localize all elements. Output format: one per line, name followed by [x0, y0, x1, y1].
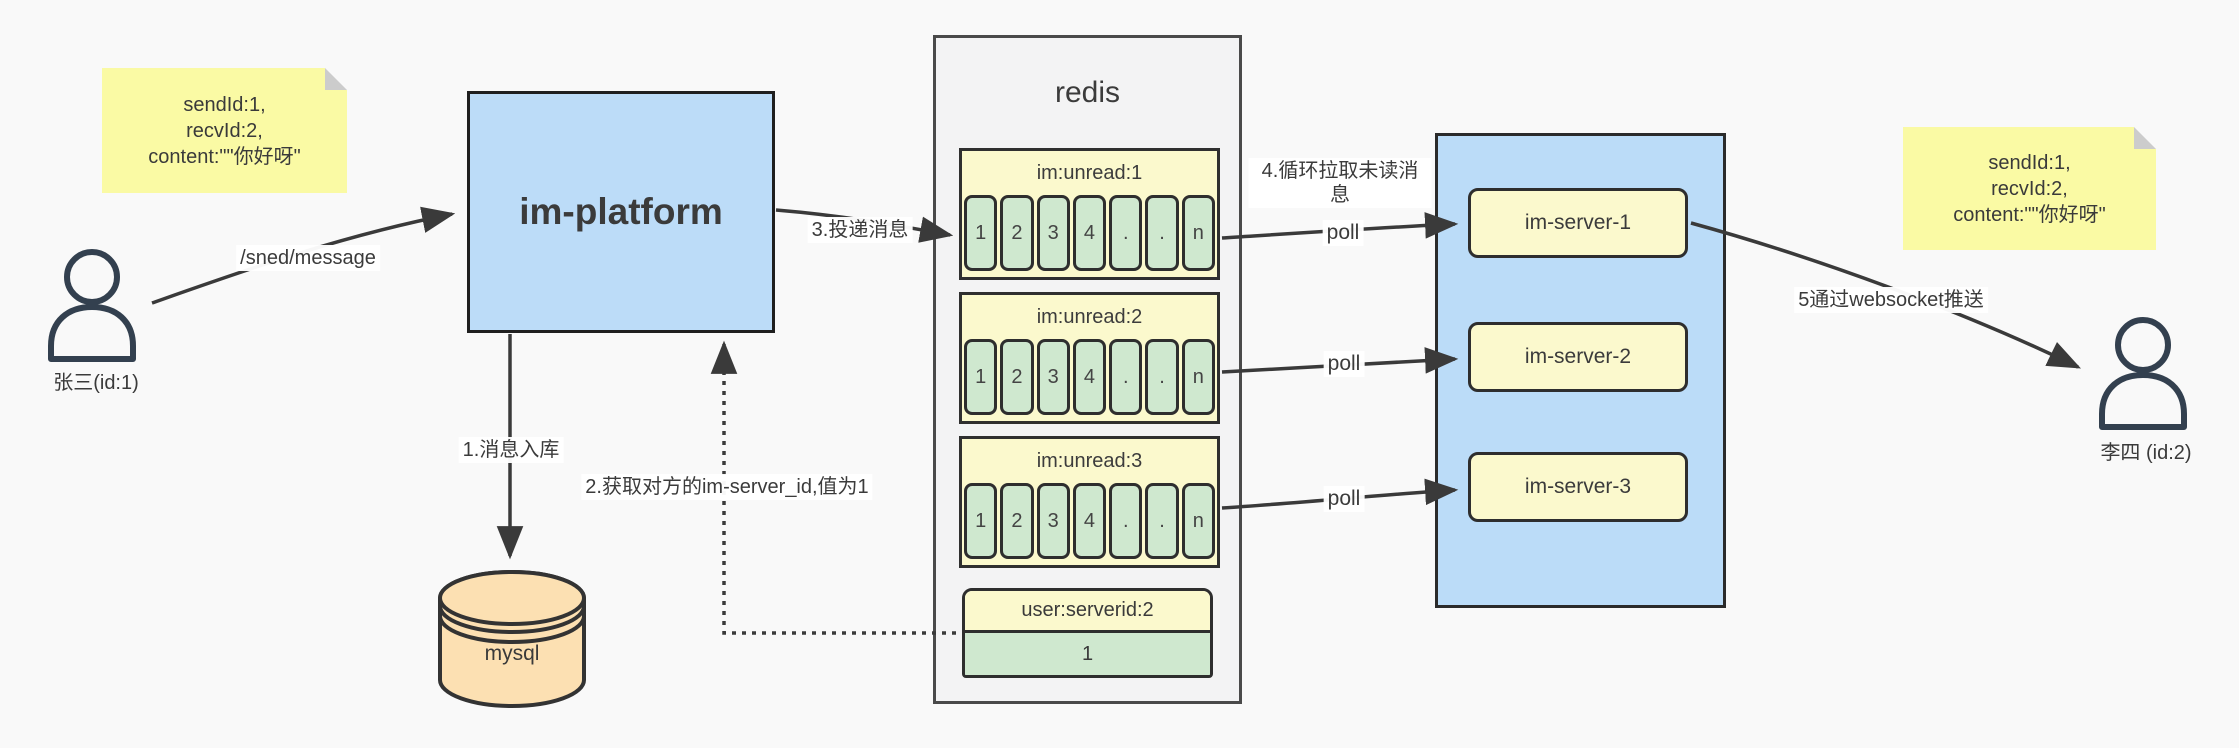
- unread-list-header: im:unread:3: [1036, 449, 1143, 472]
- note-fold-icon: [2134, 127, 2156, 149]
- left-sticky-note: sendId:1, recvId:2, content:""你好呀": [102, 68, 347, 193]
- edge-label-step4: 4.循环拉取未读消息: [1248, 158, 1432, 208]
- edge-label-poll-1: poll: [1322, 220, 1364, 246]
- unread-cell: 4: [1072, 483, 1107, 559]
- sender-label: 张三(id:1): [53, 372, 139, 394]
- user-serverid-box: user:serverid:2 1: [962, 588, 1213, 678]
- unread-cell: 2: [1000, 339, 1034, 415]
- note-line: recvId:2,: [1991, 177, 2068, 200]
- receiver-label: 李四 (id:2): [2100, 442, 2192, 464]
- note-line: recvId:2,: [186, 119, 263, 142]
- note-fold-icon: [325, 68, 347, 90]
- edge-label-step2: 2.获取对方的im-server_id,值为1: [581, 474, 873, 500]
- im-server-1-box: im-server-1: [1468, 188, 1688, 258]
- edge-label-send-api: /sned/message: [236, 245, 380, 271]
- unread-cell: 1: [964, 339, 998, 415]
- unread-list-header: im:unread:1: [1036, 161, 1143, 184]
- unread-cell: .: [1145, 339, 1179, 415]
- unread-cell: n: [1181, 195, 1215, 271]
- edge-label-poll-3: poll: [1323, 486, 1365, 512]
- unread-cell: .: [1109, 483, 1143, 559]
- unread-cell: 1: [964, 483, 998, 559]
- unread-cell: 4: [1072, 195, 1107, 271]
- unread-cell-row: 1 2 3 4 . . n: [962, 483, 1217, 559]
- im-platform-label: im-platform: [519, 191, 723, 232]
- im-platform-box: im-platform: [467, 91, 775, 333]
- note-line: content:""你好呀": [1953, 203, 2106, 226]
- unread-cell: 3: [1036, 483, 1070, 559]
- unread-cell: 2: [1000, 195, 1034, 271]
- mysql-label: mysql: [484, 642, 540, 665]
- unread-list-header: im:unread:2: [1036, 305, 1143, 328]
- unread-list-1: im:unread:1 1 2 3 4 . . n: [959, 148, 1220, 280]
- unread-cell: n: [1181, 339, 1215, 415]
- unread-cell: .: [1145, 483, 1179, 559]
- im-server-2-box: im-server-2: [1468, 322, 1688, 392]
- edge-label-step3: 3.投递消息: [807, 217, 913, 243]
- im-server-3-box: im-server-3: [1468, 452, 1688, 522]
- edge-label-step5: 5通过websocket推送: [1794, 287, 1988, 313]
- mysql-cylinder-icon: [438, 570, 586, 708]
- unread-cell: .: [1145, 195, 1179, 271]
- user-serverid-value: 1: [965, 633, 1210, 675]
- unread-list-3: im:unread:3 1 2 3 4 . . n: [959, 436, 1220, 568]
- im-server-cluster-container: im-server-1 im-server-2 im-server-3: [1435, 133, 1726, 608]
- edge-label-poll-2: poll: [1323, 351, 1365, 377]
- unread-cell: .: [1109, 195, 1143, 271]
- sender-person-icon: [48, 249, 136, 362]
- unread-cell: n: [1181, 483, 1215, 559]
- note-line: sendId:1,: [1988, 151, 2071, 174]
- note-line: sendId:1,: [183, 93, 266, 116]
- unread-cell-row: 1 2 3 4 . . n: [962, 195, 1217, 271]
- receiver-person-icon: [2099, 317, 2187, 430]
- unread-cell: .: [1109, 339, 1143, 415]
- note-line: content:""你好呀": [148, 145, 301, 168]
- redis-container: redis im:unread:1 1 2 3 4 . . n im:unrea…: [933, 35, 1242, 704]
- unread-cell: 3: [1036, 339, 1070, 415]
- right-sticky-note: sendId:1, recvId:2, content:""你好呀": [1903, 127, 2156, 250]
- unread-cell: 4: [1072, 339, 1107, 415]
- unread-cell-row: 1 2 3 4 . . n: [962, 339, 1217, 415]
- unread-cell: 3: [1036, 195, 1070, 271]
- redis-title: redis: [1054, 76, 1121, 109]
- unread-list-2: im:unread:2 1 2 3 4 . . n: [959, 292, 1220, 424]
- unread-cell: 2: [1000, 483, 1034, 559]
- user-serverid-header: user:serverid:2: [965, 591, 1210, 633]
- unread-cell: 1: [964, 195, 998, 271]
- edge-label-step1: 1.消息入库: [458, 437, 564, 463]
